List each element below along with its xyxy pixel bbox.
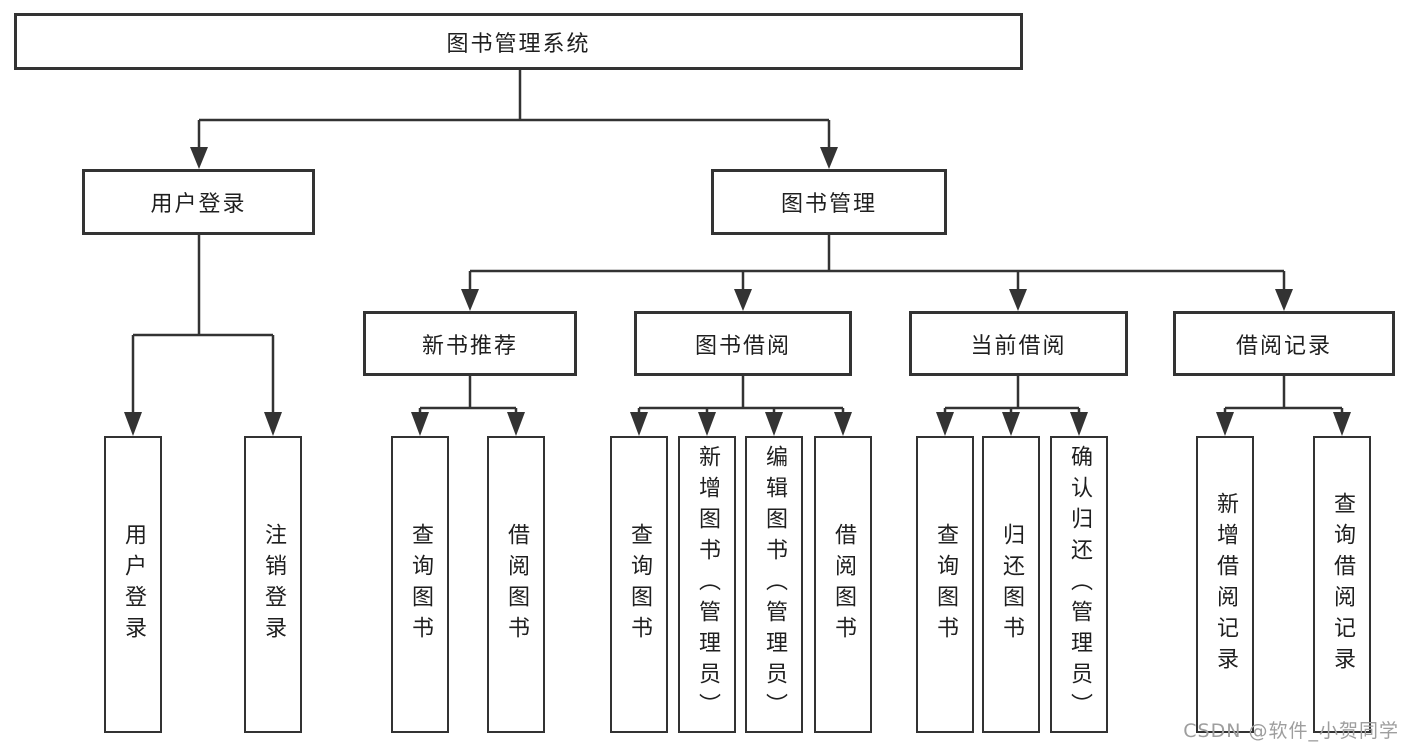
- leaf-query-borrow-record: 查询借阅记录: [1313, 436, 1371, 733]
- leaf-query-books-current-label: 查询图书: [933, 522, 958, 647]
- node-library-system-label: 图书管理系统: [446, 31, 591, 57]
- leaf-confirm-return-admin: 确认归还（管理员）: [1050, 436, 1108, 733]
- node-current-borrowing-label: 当前借阅: [970, 333, 1067, 359]
- node-current-borrowing: 当前借阅: [909, 311, 1128, 376]
- leaf-add-book-admin-label: 新增图书（管理员）: [695, 445, 720, 724]
- leaf-confirm-return-admin-label: 确认归还（管理员）: [1067, 445, 1092, 724]
- leaf-query-books-borrowing: 查询图书: [610, 436, 668, 733]
- node-user-login-label: 用户登录: [150, 192, 247, 217]
- leaf-add-borrow-record-label: 新增借阅记录: [1213, 491, 1238, 678]
- node-book-borrowing: 图书借阅: [634, 311, 852, 376]
- leaf-user-login-label: 用户登录: [121, 522, 146, 647]
- leaf-add-borrow-record: 新增借阅记录: [1196, 436, 1254, 733]
- watermark: CSDN @软件_小贺同学: [1183, 720, 1399, 742]
- leaf-user-login: 用户登录: [104, 436, 162, 733]
- node-book-management: 图书管理: [711, 169, 947, 235]
- node-new-book-recommendation-label: 新书推荐: [421, 333, 518, 359]
- leaf-add-book-admin: 新增图书（管理员）: [678, 436, 736, 733]
- leaf-query-books-recommend: 查询图书: [391, 436, 449, 733]
- node-library-system: 图书管理系统: [14, 13, 1023, 70]
- node-borrowing-records: 借阅记录: [1173, 311, 1395, 376]
- leaf-borrow-books-borrowing-label: 借阅图书: [831, 522, 856, 647]
- leaf-query-borrow-record-label: 查询借阅记录: [1330, 491, 1355, 678]
- leaf-query-books-recommend-label: 查询图书: [408, 522, 433, 647]
- leaf-query-books-borrowing-label: 查询图书: [627, 522, 652, 647]
- leaf-borrow-books-recommend: 借阅图书: [487, 436, 545, 733]
- node-new-book-recommendation: 新书推荐: [363, 311, 577, 376]
- node-book-management-label: 图书管理: [780, 192, 877, 217]
- leaf-query-books-current: 查询图书: [916, 436, 974, 733]
- leaf-edit-book-admin-label: 编辑图书（管理员）: [762, 445, 787, 724]
- node-user-login: 用户登录: [82, 169, 315, 235]
- leaf-return-books: 归还图书: [982, 436, 1040, 733]
- leaf-logout: 注销登录: [244, 436, 302, 733]
- node-borrowing-records-label: 借阅记录: [1235, 333, 1332, 359]
- leaf-return-books-label: 归还图书: [999, 522, 1024, 647]
- leaf-edit-book-admin: 编辑图书（管理员）: [745, 436, 803, 733]
- leaf-borrow-books-recommend-label: 借阅图书: [504, 522, 529, 647]
- leaf-logout-label: 注销登录: [261, 522, 286, 647]
- leaf-borrow-books-borrowing: 借阅图书: [814, 436, 872, 733]
- node-book-borrowing-label: 图书借阅: [694, 333, 791, 359]
